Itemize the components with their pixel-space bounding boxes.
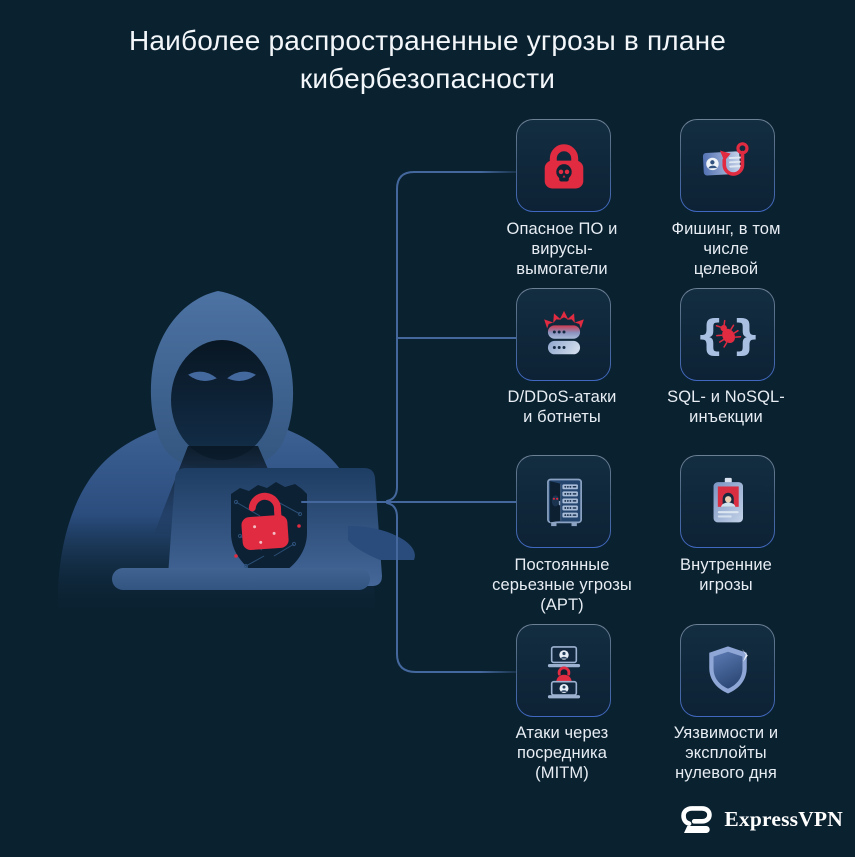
threat-card-phishing bbox=[680, 119, 775, 212]
threat-label-sql-injection: SQL- и NoSQL-инъекции bbox=[667, 388, 785, 426]
hacker-hand bbox=[348, 526, 415, 560]
brand-name: ExpressVPN bbox=[724, 807, 843, 831]
hacker-illustration bbox=[57, 291, 415, 610]
threat-card-sql-injection: { } bbox=[680, 288, 775, 381]
insider-id-badge-icon bbox=[713, 477, 743, 522]
hacker-eye-left bbox=[188, 371, 217, 381]
hacker-eye-right bbox=[227, 371, 256, 381]
expressvpn-logo-icon bbox=[681, 806, 713, 834]
brand-footer: ExpressVPN bbox=[678, 801, 843, 838]
sql-injection-bug-icon: { } bbox=[698, 310, 758, 358]
ransomware-lock-skull-icon bbox=[544, 143, 583, 188]
svg-text:}: } bbox=[731, 310, 757, 358]
threat-card-apt bbox=[516, 455, 611, 548]
connector-bottom-branch bbox=[386, 502, 517, 673]
threat-card-ddos bbox=[516, 288, 611, 381]
mitm-laptops-icon bbox=[547, 645, 580, 698]
apt-server-rack-icon bbox=[546, 478, 582, 526]
connector-top-branch bbox=[386, 171, 517, 502]
threat-card-mitm bbox=[516, 624, 611, 717]
threat-card-malware bbox=[516, 119, 611, 212]
threat-card-zero-day bbox=[680, 624, 775, 717]
open-padlock-icon bbox=[241, 492, 289, 551]
laptop-base bbox=[112, 568, 370, 590]
hacker-face bbox=[171, 340, 273, 460]
ddos-server-attack-icon bbox=[543, 310, 584, 354]
page-title: Наиболее распространенные угрозы в плане… bbox=[128, 25, 727, 94]
threat-card-insider bbox=[680, 455, 775, 548]
phishing-hook-icon bbox=[702, 141, 749, 176]
circuit-node-red-2 bbox=[297, 524, 301, 528]
zero-day-shield-icon bbox=[708, 645, 748, 693]
circuit-node-red-1 bbox=[234, 554, 238, 558]
